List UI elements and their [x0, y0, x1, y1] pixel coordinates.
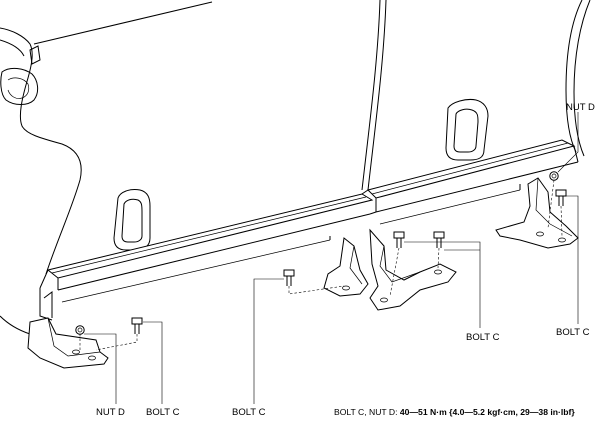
torque-spec-value: 40—51 N·m {4.0—5.2 kgf·cm, 29—38 in·lbf}	[400, 407, 575, 417]
bolt-c-center-mid-icon	[389, 231, 405, 297]
side-step-assembly	[39, 139, 579, 321]
rear-door-handle-recess	[113, 189, 151, 251]
bolt-c-center-left-icon	[283, 269, 345, 295]
nut-d-front-icon	[547, 171, 559, 229]
bolt-c-center-left-label: BOLT C	[232, 407, 266, 418]
vehicle-body-outline	[0, 0, 591, 335]
center-mounting-bracket-right	[369, 228, 457, 311]
nut-d-rear-icon	[75, 325, 85, 350]
torque-spec: BOLT C, NUT D: 40—51 N·m {4.0—5.2 kgf·cm…	[334, 407, 575, 417]
bolt-c-center-right-icon	[433, 231, 445, 269]
front-door-handle-recess	[445, 99, 489, 161]
front-mounting-bracket	[495, 177, 579, 249]
nut-d-front-label: NUT D	[566, 102, 595, 113]
torque-spec-prefix: BOLT C, NUT D:	[334, 407, 400, 417]
bolt-c-front-icon	[555, 189, 567, 237]
bolt-c-rear-label: BOLT C	[146, 407, 180, 418]
bolt-c-center-label: BOLT C	[466, 332, 500, 343]
rear-mounting-bracket	[27, 317, 109, 369]
center-mounting-bracket-left	[323, 237, 369, 297]
leader-lines	[84, 112, 579, 404]
nut-d-rear-label: NUT D	[96, 407, 125, 418]
bolt-c-rear-icon	[95, 317, 143, 351]
bolt-c-front-label: BOLT C	[556, 327, 590, 338]
